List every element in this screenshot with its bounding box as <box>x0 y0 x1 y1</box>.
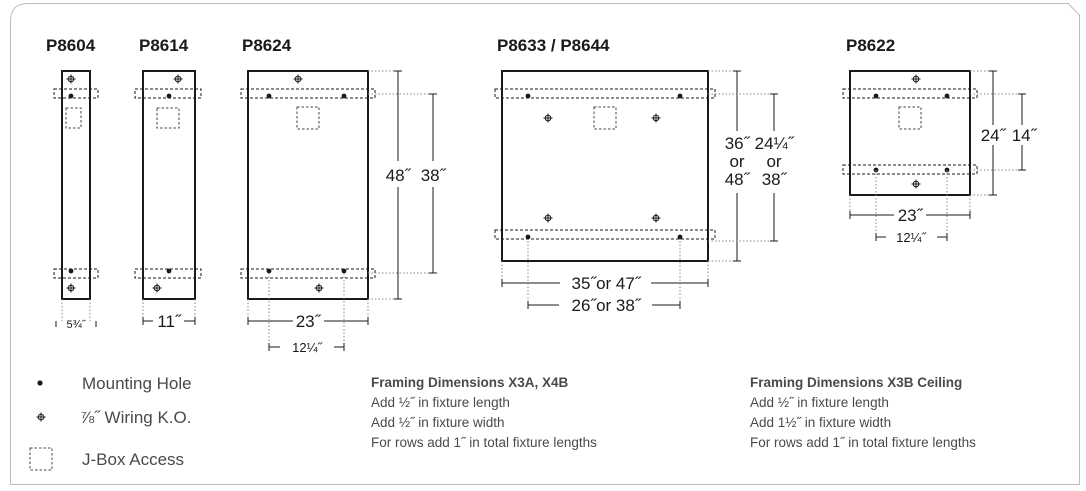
note-x3b-line: Add ½˝ in fixture length <box>750 395 889 410</box>
p8614-width-label: 11˝ <box>157 312 182 331</box>
wiring-ko-icon <box>543 213 553 223</box>
fixture-dimension-diagram: P8604 P8614 P8624 P8633 / P8644 P8622 5¾… <box>10 3 1080 485</box>
note-x3a-line: Add ½˝ in fixture width <box>371 415 505 430</box>
note-x3b-line: Add 1½˝ in fixture width <box>750 415 891 430</box>
framing-notes-x3a: Framing Dimensions X3A, X4B Add ½˝ in fi… <box>371 375 597 450</box>
wiring-ko-icon <box>293 74 303 84</box>
note-x3b-line: For rows add 1˝ in total fixture lengths <box>750 435 976 450</box>
p8633-length-or: or <box>729 152 744 171</box>
p8633-mount-b: 38˝ <box>762 170 788 189</box>
mounting-hole-icon <box>166 93 172 99</box>
p8633-length-a: 36˝ <box>725 134 751 153</box>
jbox-icon <box>593 106 617 130</box>
mounting-hole-icon <box>68 93 74 99</box>
p8622-mount-label: 14˝ <box>1012 126 1038 145</box>
fixture-p8614: 11˝ <box>134 70 202 331</box>
p8633-mount-a: 24¼˝ <box>755 134 795 153</box>
wiring-ko-icon <box>36 412 46 422</box>
wiring-ko-icon <box>651 213 661 223</box>
p8624-holes-label: 12¼˝ <box>292 340 323 355</box>
note-x3b-title: Framing Dimensions X3B Ceiling <box>750 375 962 390</box>
p8624-width-label: 23˝ <box>296 312 322 331</box>
mounting-hole-icon <box>525 234 531 240</box>
note-x3a-line: Add ½˝ in fixture length <box>371 395 510 410</box>
framing-notes-x3b: Framing Dimensions X3B Ceiling Add ½˝ in… <box>750 375 976 450</box>
legend-jbox: J-Box Access <box>82 450 184 469</box>
p8633-holes-label: 26˝or 38˝ <box>572 296 642 315</box>
legend-mounting-hole: Mounting Hole <box>82 374 192 393</box>
mounting-hole-icon <box>677 234 683 240</box>
p8622-holes-label: 12¼˝ <box>896 230 927 245</box>
panel-frame <box>10 3 1080 485</box>
wiring-ko-icon <box>66 74 76 84</box>
mounting-hole-icon <box>341 93 347 99</box>
fixture-p8622: 24˝ 14˝ 23˝ 12¼˝ <box>842 70 1038 245</box>
legend-wiring-ko: ⅞˝ Wiring K.O. <box>80 408 191 427</box>
fixture-p8633-p8644: 36˝ or 48˝ 24¼˝ or 38˝ 35˝or 47˝ 26˝or 3… <box>494 70 795 315</box>
jbox-icon <box>156 107 180 129</box>
wiring-ko-icon <box>911 179 921 189</box>
model-p8622: P8622 <box>846 36 895 55</box>
note-x3a-line: For rows add 1˝ in total fixture lengths <box>371 435 597 450</box>
p8633-mount-or: or <box>766 152 781 171</box>
wiring-ko-icon <box>651 113 661 123</box>
p8604-width-label: 5¾˝ <box>67 319 87 331</box>
mounting-hole-icon <box>525 93 531 99</box>
p8622-width-label: 23˝ <box>898 206 924 225</box>
jbox-icon <box>898 106 922 130</box>
wiring-ko-icon <box>152 283 162 293</box>
jbox-icon <box>296 106 320 130</box>
p8624-mount-label: 38˝ <box>421 166 447 185</box>
model-p8633-p8644: P8633 / P8644 <box>497 36 610 55</box>
mounting-hole-icon <box>873 93 879 99</box>
p8622-length-label: 24˝ <box>981 126 1007 145</box>
legend: Mounting Hole ⅞˝ Wiring K.O. J-Box Acces… <box>29 374 192 471</box>
model-p8614: P8614 <box>139 36 189 55</box>
model-p8604: P8604 <box>46 36 96 55</box>
mounting-hole-icon <box>266 268 272 274</box>
wiring-ko-icon <box>314 283 324 293</box>
mounting-hole-icon <box>166 268 172 274</box>
model-p8624: P8624 <box>242 36 292 55</box>
mounting-hole-icon <box>266 93 272 99</box>
p8633-length-b: 48˝ <box>725 170 751 189</box>
mounting-hole-icon <box>37 380 43 386</box>
jbox-icon <box>65 107 82 129</box>
fixture-p8604: 5¾˝ <box>53 70 99 331</box>
wiring-ko-icon <box>911 74 921 84</box>
jbox-icon <box>29 447 53 471</box>
wiring-ko-icon <box>543 113 553 123</box>
wiring-ko-icon <box>66 283 76 293</box>
p8633-width-label: 35˝or 47˝ <box>572 274 642 293</box>
mounting-hole-icon <box>341 268 347 274</box>
note-x3a-title: Framing Dimensions X3A, X4B <box>371 375 569 390</box>
p8624-length-label: 48˝ <box>386 166 412 185</box>
fixture-p8624: 48˝ 38˝ 23˝ 12¼˝ <box>240 70 447 355</box>
mounting-hole-icon <box>68 268 74 274</box>
mounting-hole-icon <box>944 93 950 99</box>
mounting-hole-icon <box>677 93 683 99</box>
wiring-ko-icon <box>173 74 183 84</box>
